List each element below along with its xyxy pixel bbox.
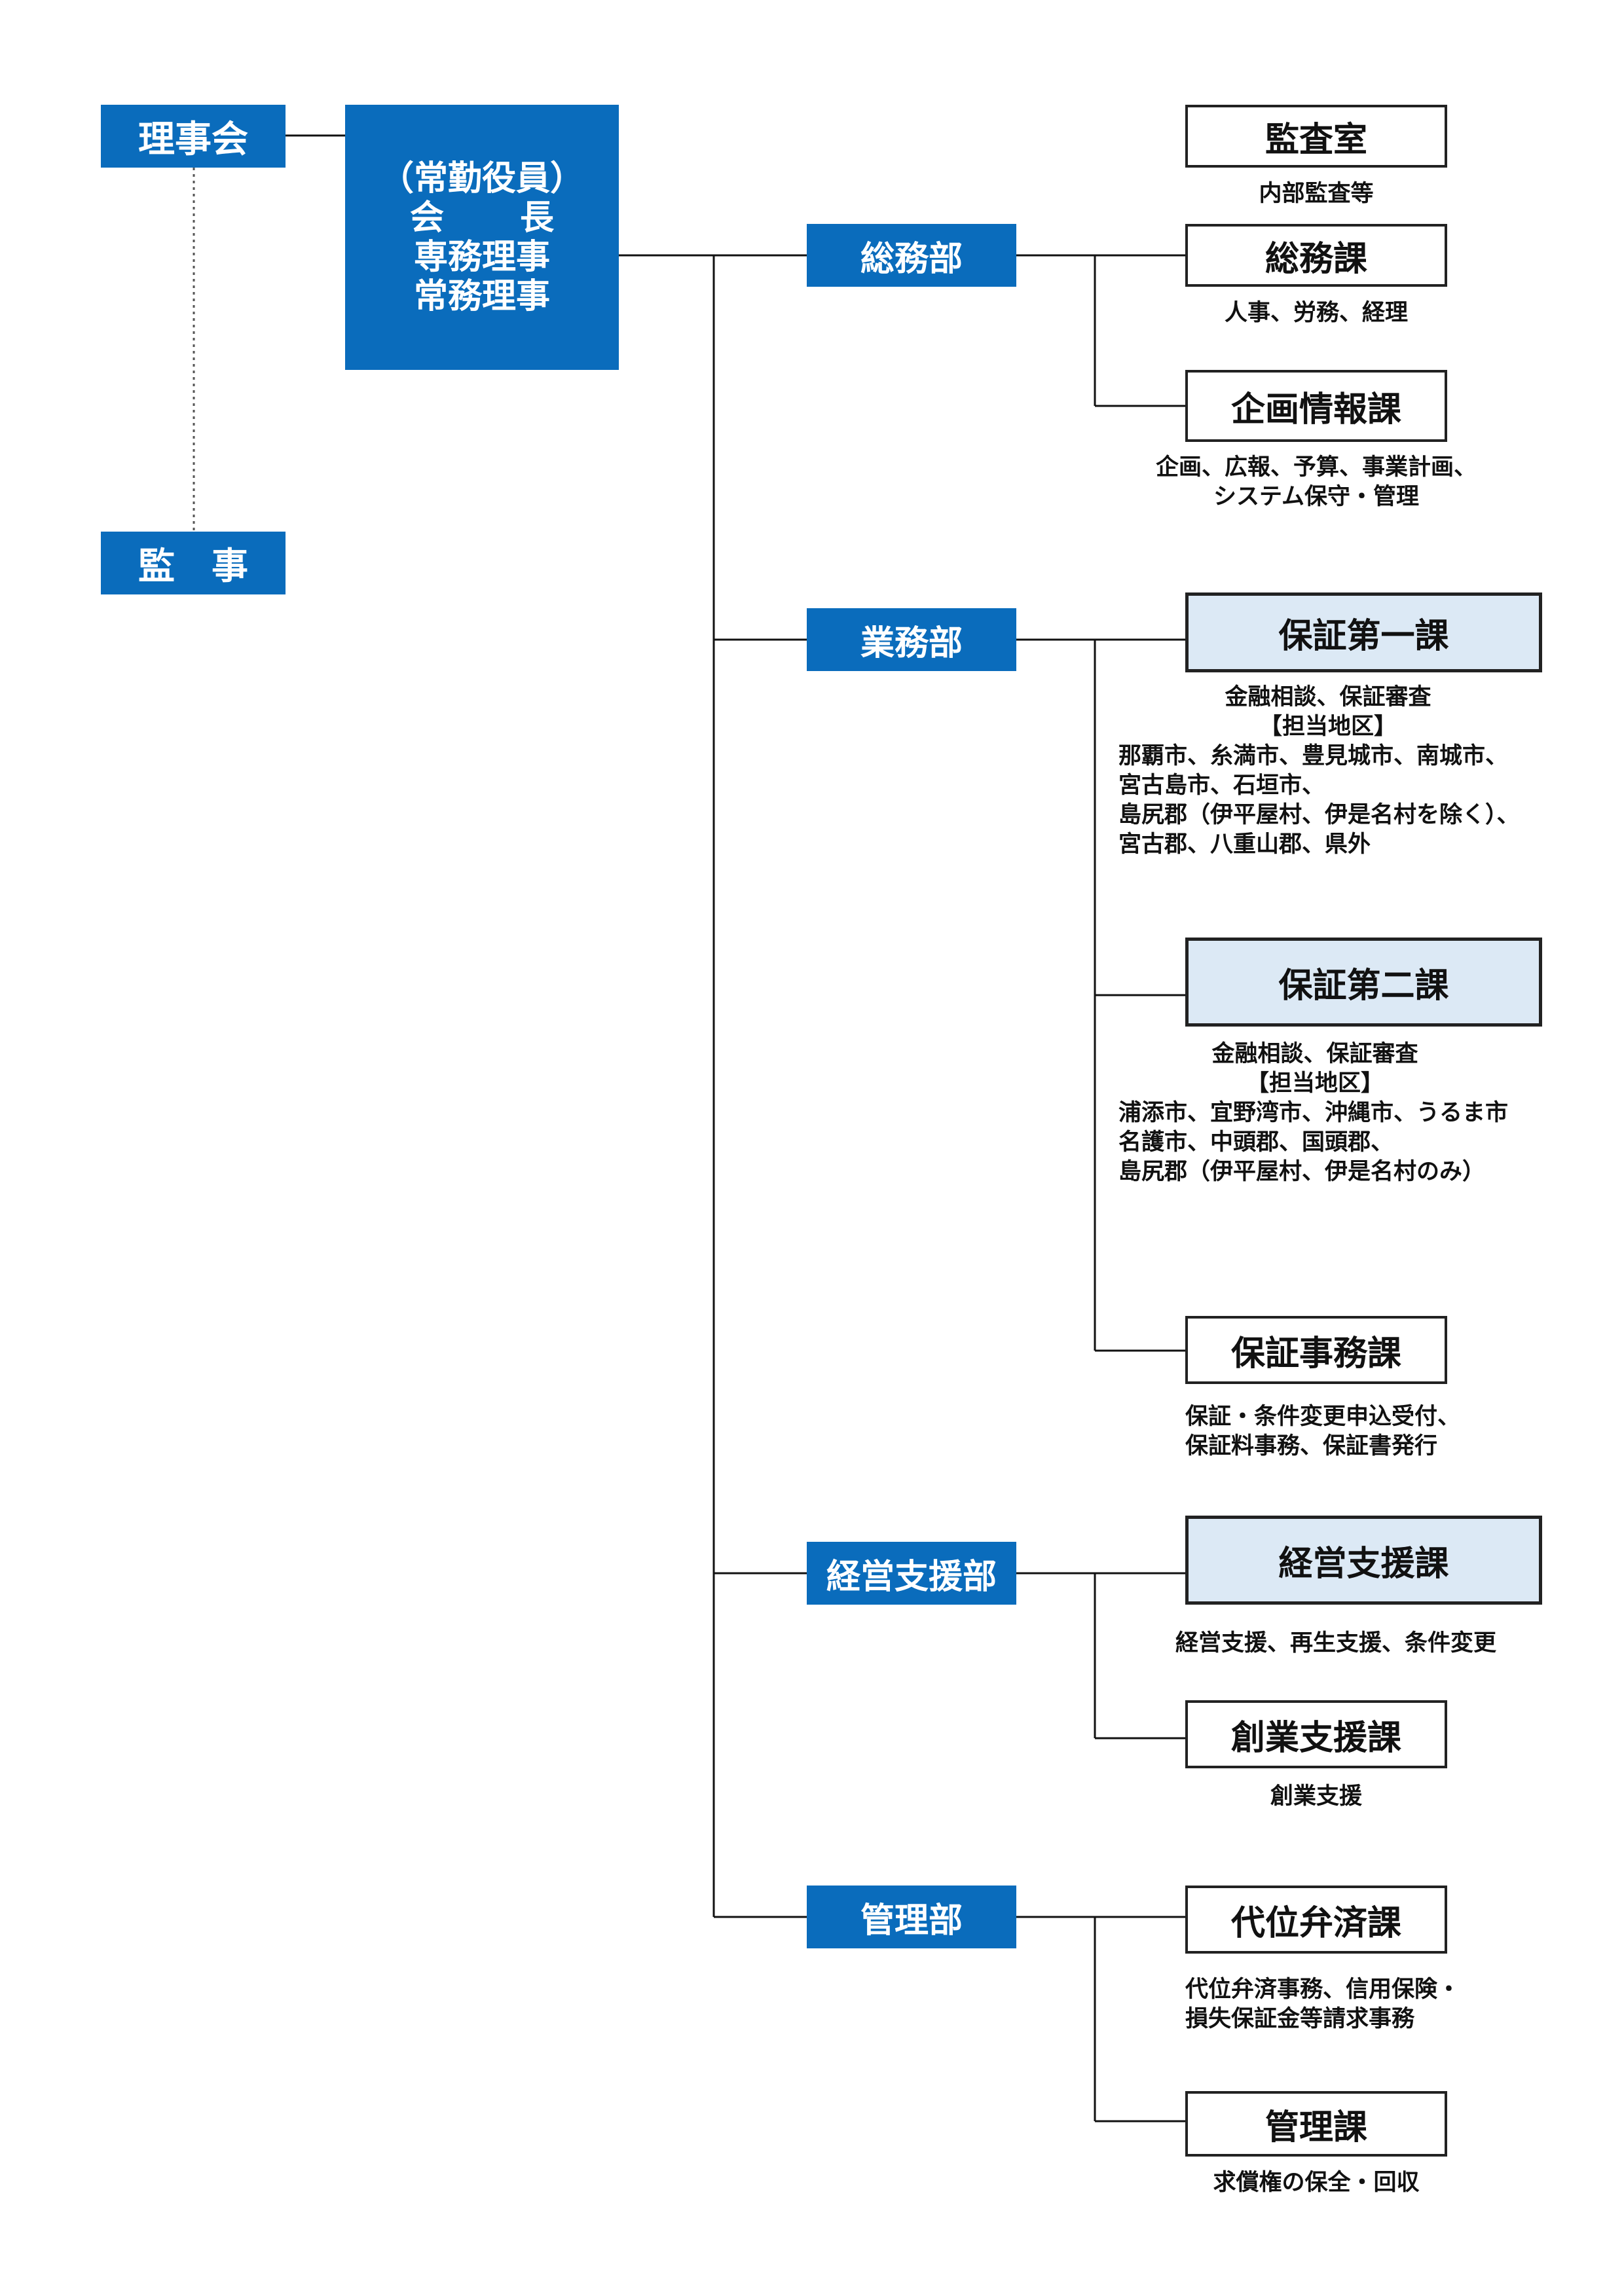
desc-line: 金融相談、保証審査: [1225, 684, 1431, 710]
chairman-char-1: 会: [409, 198, 444, 238]
auditor-label: 監 事: [138, 545, 248, 588]
section-guarantee-1: 保証第一課: [1185, 592, 1542, 672]
desc-line: 島尻郡（伊平屋村、伊是名村を除く）、: [1118, 802, 1520, 828]
dept-label: 業務部: [860, 623, 963, 663]
section-planning-info: 企画情報課: [1185, 370, 1447, 442]
desc-line: 求償権の保全・回収: [1213, 2170, 1420, 2196]
desc-line: 名護市、中頭郡、国頭郡、: [1118, 1129, 1394, 1156]
dept-label: 管理部: [860, 1901, 963, 1941]
section-guarantee-2-desc: 金融相談、保証審査 【担当地区】 浦添市、宜野湾市、沖縄市、うるま市 名護市、中…: [1118, 1040, 1511, 1187]
section-label: 企画情報課: [1230, 390, 1401, 429]
executives-lines: （常勤役員） 会 長 専務理事 常務理事: [380, 159, 584, 316]
section-administration-desc: 求償権の保全・回収: [1185, 2168, 1447, 2198]
section-management-support: 経営支援課: [1185, 1516, 1542, 1605]
dept-general-affairs: 総務部: [807, 224, 1016, 287]
auditor-box: 監 事: [101, 532, 286, 594]
section-general-affairs: 総務課: [1185, 224, 1447, 287]
section-audit-office-desc: 内部監査等: [1185, 179, 1447, 209]
desc-line: 宮古郡、八重山郡、県外: [1118, 831, 1371, 858]
dept-management-support: 経営支援部: [807, 1542, 1016, 1605]
section-subrogation: 代位弁済課: [1185, 1886, 1447, 1954]
desc-line: 企画、広報、予算、事業計画、: [1155, 454, 1477, 481]
dept-administration: 管理部: [807, 1886, 1016, 1948]
dept-label: 経営支援部: [826, 1557, 997, 1597]
desc-line: 創業支援: [1270, 1783, 1362, 1810]
section-audit-office: 監査室: [1185, 105, 1447, 168]
section-label: 総務課: [1264, 239, 1367, 279]
desc-line: 金融相談、保証審査: [1211, 1041, 1418, 1067]
section-guarantee-admin: 保証事務課: [1185, 1316, 1447, 1384]
section-guarantee-1-desc: 金融相談、保証審査 【担当地区】 那覇市、糸満市、豊見城市、南城市、 宮古島市、…: [1118, 683, 1538, 860]
desc-line: 損失保証金等請求事務: [1185, 2006, 1415, 2032]
section-administration: 管理課: [1185, 2091, 1447, 2157]
desc-line: 島尻郡（伊平屋村、伊是名村のみ）: [1118, 1159, 1486, 1185]
desc-line: 【担当地区】: [1259, 714, 1397, 740]
dept-label: 総務部: [860, 239, 963, 279]
section-label: 管理課: [1264, 2107, 1367, 2147]
board-label: 理事会: [138, 118, 248, 161]
executives-chairman: 会 長: [410, 198, 554, 238]
desc-line: 保証料事務、保証書発行: [1185, 1433, 1438, 1459]
executives-box: （常勤役員） 会 長 専務理事 常務理事: [345, 105, 619, 370]
section-label: 保証事務課: [1230, 1334, 1401, 1374]
section-label: 保証第一課: [1278, 616, 1449, 656]
desc-line: 【担当地区】: [1246, 1070, 1384, 1097]
desc-line: 那覇市、糸満市、豊見城市、南城市、: [1118, 743, 1509, 769]
desc-line: 代位弁済事務、信用保険・: [1185, 1977, 1461, 2003]
executives-managing-director: 常務理事: [413, 276, 550, 316]
executives-heading: （常勤役員）: [379, 158, 584, 198]
section-guarantee-admin-desc: 保証・条件変更申込受付、 保証料事務、保証書発行: [1185, 1402, 1460, 1461]
desc-line: 宮古島市、石垣市、: [1118, 773, 1325, 799]
section-subrogation-desc: 代位弁済事務、信用保険・ 損失保証金等請求事務: [1185, 1975, 1460, 2034]
section-management-support-desc: 経営支援、再生支援、条件変更: [1113, 1629, 1559, 1658]
section-startup-support-desc: 創業支援: [1185, 1782, 1447, 1812]
section-planning-info-desc: 企画、広報、予算、事業計画、 システム保守・管理: [1126, 453, 1506, 512]
executives-senior-director: 専務理事: [413, 237, 550, 277]
section-label: 保証第二課: [1278, 966, 1449, 1006]
desc-line: 経営支援、再生支援、条件変更: [1175, 1630, 1496, 1656]
dept-operations: 業務部: [807, 608, 1016, 671]
board-box: 理事会: [101, 105, 286, 168]
desc-line: 内部監査等: [1259, 181, 1374, 207]
desc-line: システム保守・管理: [1213, 484, 1419, 510]
section-label: 代位弁済課: [1230, 1903, 1401, 1943]
section-label: 監査室: [1264, 120, 1367, 160]
desc-line: 浦添市、宜野湾市、沖縄市、うるま市: [1118, 1100, 1509, 1126]
chairman-char-2: 長: [519, 198, 554, 238]
section-general-affairs-desc: 人事、労務、経理: [1185, 299, 1447, 328]
desc-line: 保証・条件変更申込受付、: [1185, 1404, 1461, 1430]
section-label: 創業支援課: [1230, 1718, 1401, 1758]
section-startup-support: 創業支援課: [1185, 1700, 1447, 1768]
section-label: 経営支援課: [1278, 1544, 1449, 1584]
desc-line: 人事、労務、経理: [1224, 300, 1408, 326]
section-guarantee-2: 保証第二課: [1185, 938, 1542, 1027]
